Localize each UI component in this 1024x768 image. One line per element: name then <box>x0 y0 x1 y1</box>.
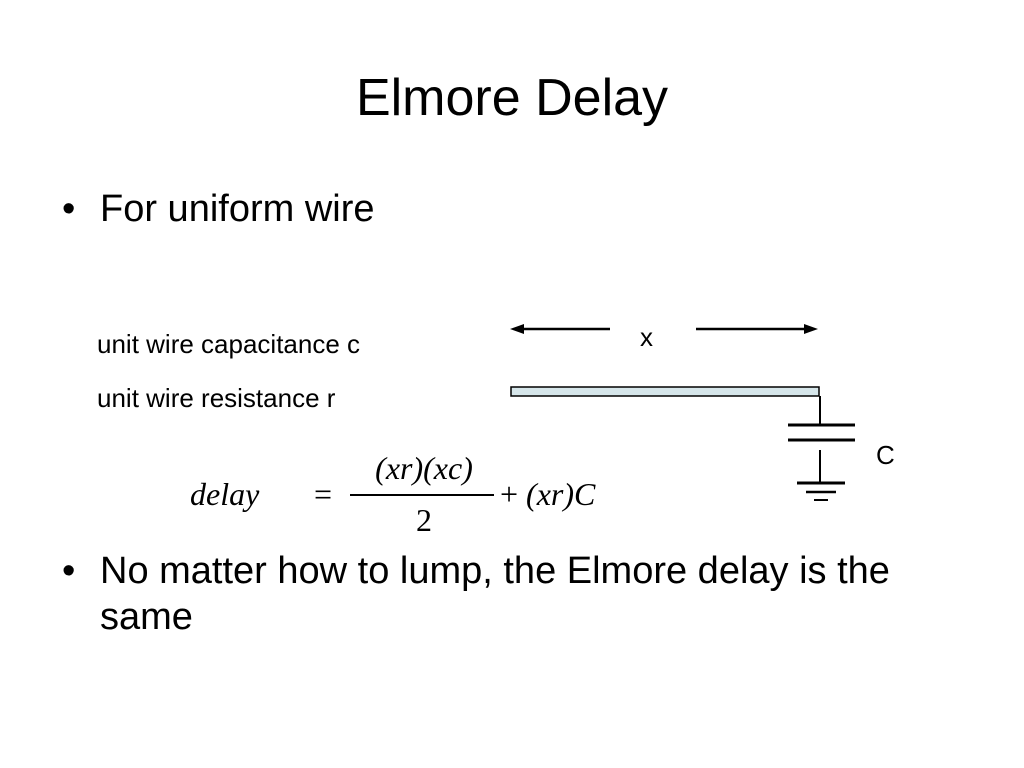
bullet-symbol: • <box>62 188 76 230</box>
capacitance-label: unit wire capacitance c <box>97 329 361 359</box>
elmore-delay-formula: delay = (xr)(xc) 2 + (xr)C <box>186 446 646 546</box>
formula-fraction-bar <box>350 494 494 496</box>
bullet-text: For uniform wire <box>100 188 375 230</box>
bullet-symbol: • <box>62 550 76 592</box>
formula-denominator: 2 <box>416 502 432 538</box>
bullet-lumping: • No matter how to lump, the Elmore dela… <box>62 548 962 640</box>
wire <box>510 386 820 397</box>
resistance-label: unit wire resistance r <box>97 383 336 413</box>
slide-title: Elmore Delay <box>355 69 669 127</box>
formula-numerator: (xr)(xc) <box>375 450 473 486</box>
length-label: x <box>640 322 653 352</box>
formula-rhs-group: + (xr)C <box>500 474 595 514</box>
bullet-text: No matter how to lump, the Elmore delay … <box>100 550 890 638</box>
length-arrow-right-head <box>804 324 818 334</box>
formula-rhs: (xr)C <box>526 476 596 512</box>
load-capacitance-label: C <box>876 440 895 470</box>
bullet-uniform-wire: • For uniform wire <box>62 186 375 232</box>
formula-equals: = <box>314 476 333 512</box>
length-arrow-left-head <box>510 324 524 334</box>
formula-plus: + <box>500 476 519 512</box>
formula-lhs: delay <box>190 476 260 512</box>
